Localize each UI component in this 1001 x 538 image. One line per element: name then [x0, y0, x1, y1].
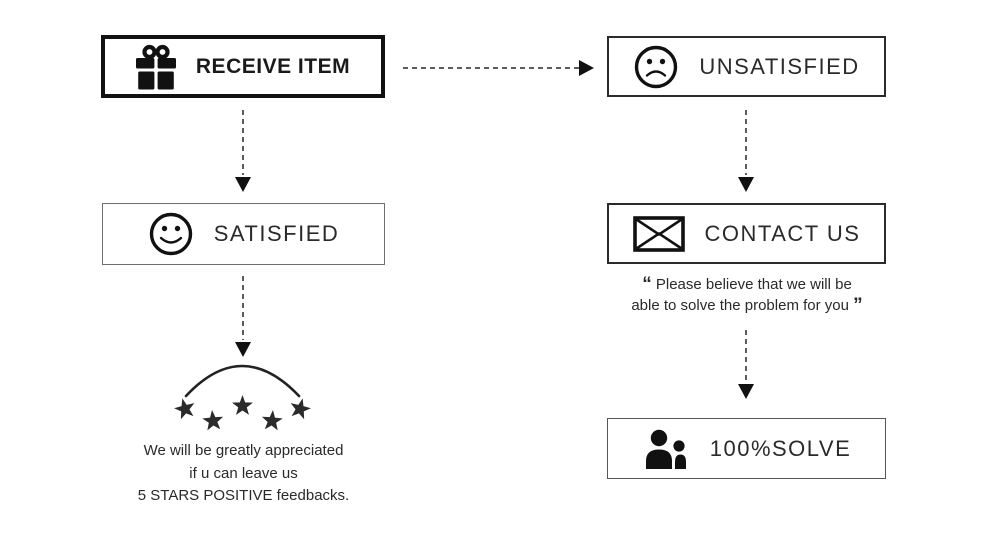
- open-quote-mark: “: [642, 274, 652, 295]
- unsatisfied-label: UNSATISFIED: [699, 53, 860, 79]
- five-stars-arc-graphic: [160, 358, 325, 441]
- satisfied-label: SATISFIED: [213, 221, 340, 246]
- receive-item-node: RECEIVE ITEM: [101, 35, 385, 98]
- people-icon: [642, 428, 690, 470]
- solve-label: 100%SOLVE: [709, 435, 852, 461]
- solve-node: 100%SOLVE: [607, 418, 886, 479]
- unsatisfied-node: UNSATISFIED: [607, 36, 886, 97]
- contact-us-node: CONTACT US: [607, 203, 886, 264]
- smiley-face-icon: [148, 211, 194, 257]
- arc-stroke: [184, 364, 301, 398]
- envelope-icon: [632, 215, 685, 253]
- appreciation-line-1: We will be greatly appreciated: [143, 442, 344, 459]
- satisfied-node: SATISFIED: [102, 203, 385, 265]
- quote-text: “ Please believe that we will be able to…: [597, 274, 897, 316]
- close-quote-mark: ”: [853, 295, 863, 316]
- appreciation-line-3: 5 STARS POSITIVE feedbacks.: [137, 487, 350, 504]
- appreciation-text: We will be greatly appreciated if u can …: [102, 440, 385, 508]
- appreciation-line-2: if u can leave us: [189, 464, 298, 482]
- gift-icon: [135, 44, 176, 90]
- quote-line-1: “ Please believe that we will be: [642, 274, 852, 295]
- receive-item-label: RECEIVE ITEM: [195, 54, 351, 78]
- contact-us-label: CONTACT US: [704, 220, 861, 246]
- quote-line-2: able to solve the problem for you ”: [631, 295, 863, 316]
- sad-face-icon: [633, 44, 679, 90]
